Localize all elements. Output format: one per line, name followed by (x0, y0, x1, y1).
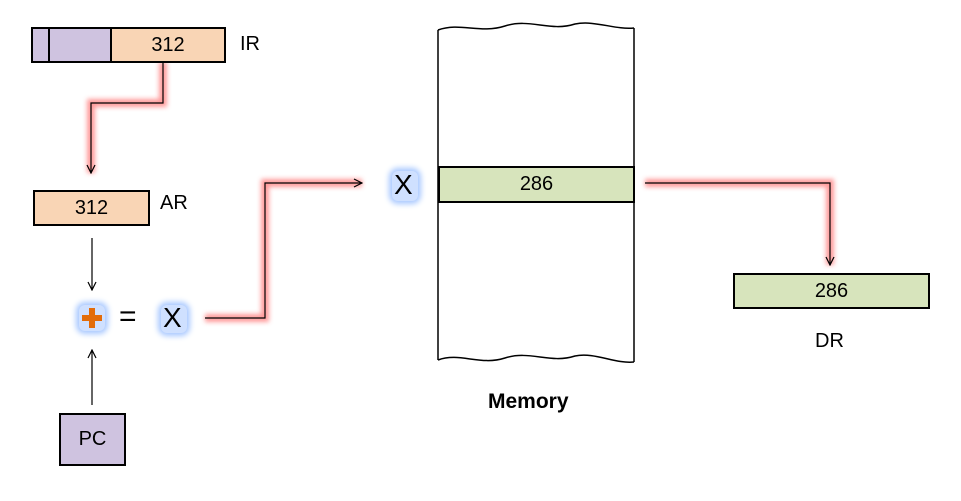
ir-label: IR (240, 33, 260, 55)
pc-register: PC (59, 413, 126, 466)
ar-label: AR (160, 192, 188, 214)
memory-cell: 286 (438, 166, 635, 203)
memory-to-dr-connector (645, 179, 830, 265)
memory-caption: Memory (488, 390, 569, 413)
result-x: X (163, 302, 182, 333)
equals-sign: = (119, 300, 137, 333)
memory-address-glow (392, 171, 418, 201)
ir-to-ar-connector (91, 62, 167, 173)
result-x-glow (161, 305, 187, 333)
dr-register: 286 (733, 273, 930, 309)
memory-address-x: X (394, 169, 413, 200)
ir-address-segment (48, 27, 113, 63)
plus-icon (80, 306, 104, 330)
ar-register: 312 (33, 190, 150, 226)
dr-label: DR (815, 330, 844, 352)
x-to-memory-connector (205, 183, 362, 322)
ir-value-cell: 312 (110, 27, 226, 63)
